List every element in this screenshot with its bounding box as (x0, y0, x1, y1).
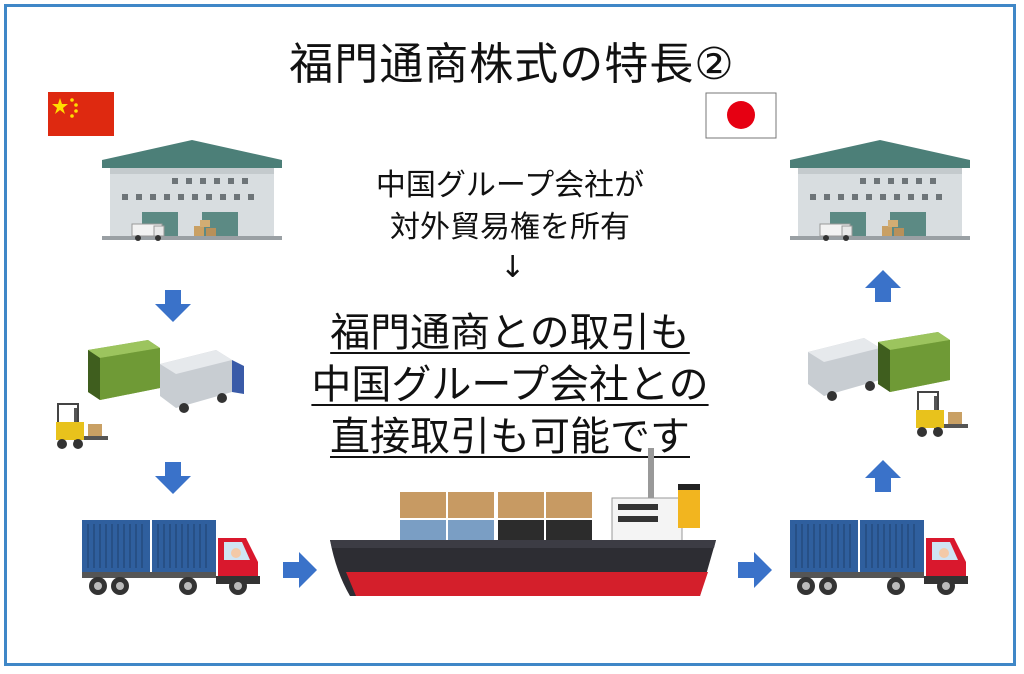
highlight-line-2: 中国グループ会社との (311, 362, 709, 408)
blue-arrow-icon (155, 462, 191, 494)
green-container-icon (878, 332, 950, 392)
forklift-icon (915, 391, 969, 438)
blue-arrow-icon (865, 460, 901, 492)
cargo-ship-icon (330, 448, 716, 596)
blue-arrow-icon (283, 552, 317, 588)
blue-arrow-icon (865, 270, 901, 302)
blue-arrow-icon (738, 552, 772, 588)
intro-line-1: 中国グループ会社が (375, 168, 645, 203)
highlight-line-1: 福門通商との取引も (330, 310, 690, 356)
gray-truck-icon (160, 350, 244, 413)
page-title: 福門通商株式の特長② (289, 39, 735, 90)
intro-line-2: 対外貿易権を所有 (390, 210, 630, 245)
japan-flag-icon (705, 92, 777, 139)
container-truck-icon (789, 519, 969, 596)
forklift-icon (55, 403, 109, 450)
green-container-icon (88, 340, 160, 400)
china-warehouse-icon (101, 139, 283, 242)
down-arrow-text: ↓ (500, 250, 526, 285)
blue-arrow-icon (155, 290, 191, 322)
container-truck-icon (81, 519, 261, 596)
highlight-line-3: 直接取引も可能です (330, 414, 690, 460)
china-flag-icon (48, 92, 114, 136)
japan-warehouse-icon (789, 139, 971, 242)
